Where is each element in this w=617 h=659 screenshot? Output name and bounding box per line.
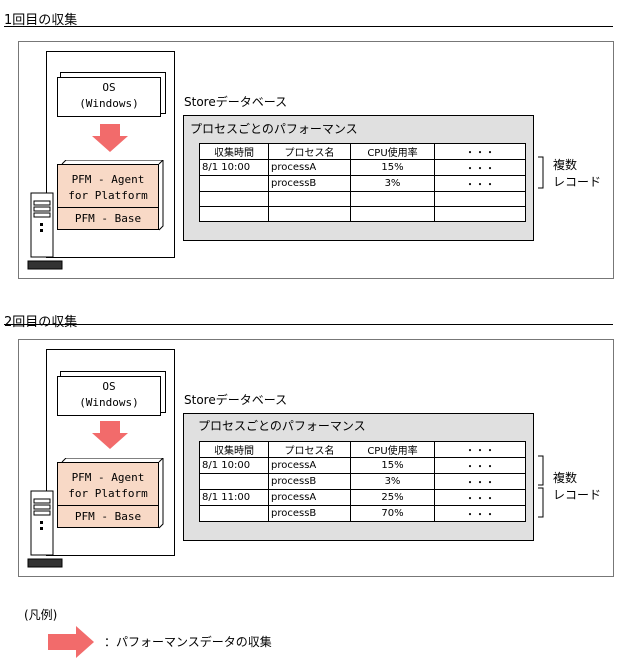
cell: ・・・	[434, 505, 526, 522]
table-row: processB 70% ・・・	[199, 505, 526, 522]
table-row	[199, 206, 526, 222]
store-db-label-1: Storeデータベース	[184, 95, 288, 109]
store-table-title-1: プロセスごとのパフォーマンス	[190, 122, 358, 136]
table-row	[199, 191, 526, 207]
brace-label-line1: 複数	[553, 471, 578, 485]
cell	[199, 175, 269, 192]
os-box-2: OS (Windows)	[57, 376, 161, 416]
col-header: CPU使用率	[350, 143, 435, 160]
section-divider-1	[4, 26, 613, 27]
right-arrow-icon	[48, 626, 94, 658]
cell	[434, 206, 526, 222]
agent-label-line2: for Platform	[68, 189, 148, 202]
pfm-stack-edge-1	[61, 160, 164, 231]
cell: 3%	[350, 175, 435, 192]
brace-1	[538, 156, 544, 189]
os-box-1: OS (Windows)	[57, 77, 161, 117]
table-header-row: 収集時間 プロセス名 CPU使用率 ・・・	[199, 441, 526, 458]
brace-label-line1: 複数	[553, 158, 578, 172]
cell: ・・・	[434, 175, 526, 192]
cell: 15%	[350, 457, 435, 474]
col-header: プロセス名	[268, 441, 351, 458]
cell: processB	[268, 505, 351, 522]
cell	[199, 473, 269, 490]
cell: processA	[268, 457, 351, 474]
legend-title: (凡例)	[24, 608, 58, 622]
brace-label-line2: レコード	[553, 488, 602, 502]
os-label: OS	[102, 380, 116, 393]
table-row: 8/1 10:00 processA 15% ・・・	[199, 457, 526, 474]
collection-arrow-1	[92, 124, 128, 152]
cell: ・・・	[434, 159, 526, 176]
table-row: processB 3% ・・・	[199, 175, 526, 192]
cell: processB	[268, 175, 351, 192]
table-row: 8/1 11:00 processA 25% ・・・	[199, 489, 526, 506]
table-row: processB 3% ・・・	[199, 473, 526, 490]
agent-label-line1: PFM - Agent	[71, 471, 145, 484]
cell: 3%	[350, 473, 435, 490]
col-header: CPU使用率	[350, 441, 435, 458]
brace-label-line2: レコード	[553, 175, 602, 189]
cell	[199, 505, 269, 522]
os-sublabel: (Windows)	[79, 396, 139, 409]
legend-arrow	[48, 626, 94, 658]
section-frame-1	[18, 41, 614, 279]
section-frame-2	[18, 339, 614, 577]
cell: processA	[268, 159, 351, 176]
cell	[434, 191, 526, 207]
cell	[268, 206, 351, 222]
agent-label-line1: PFM - Agent	[71, 173, 145, 186]
legend-description: ：パフォーマンスデータの収集	[104, 635, 272, 649]
section-divider-2	[4, 324, 613, 325]
brace-2	[538, 455, 544, 518]
cell: processA	[268, 489, 351, 506]
brace-label-2: 複数 レコード	[553, 470, 601, 504]
cell: 8/1 10:00	[199, 159, 269, 176]
cell: 8/1 11:00	[199, 489, 269, 506]
cell: processB	[268, 473, 351, 490]
agent-label-line2: for Platform	[68, 487, 148, 500]
server-icon	[27, 490, 63, 568]
col-header: 収集時間	[199, 143, 269, 160]
cell	[350, 206, 435, 222]
section-title-2: 2回目の収集	[4, 315, 78, 330]
cell: 15%	[350, 159, 435, 176]
cell	[350, 191, 435, 207]
base-label: PFM - Base	[74, 212, 142, 225]
col-header: プロセス名	[268, 143, 351, 160]
store-table-title-2: プロセスごとのパフォーマンス	[198, 419, 366, 433]
brace-label-1: 複数 レコード	[553, 157, 601, 191]
cell: ・・・	[434, 473, 526, 490]
pfm-stack-edge-2	[61, 458, 164, 529]
cell	[199, 206, 269, 222]
os-label: OS	[102, 81, 116, 94]
table-header-row: 収集時間 プロセス名 CPU使用率 ・・・	[199, 143, 526, 160]
collection-arrow-2	[92, 421, 128, 449]
pfm-agent-box-2: PFM - Agent for Platform	[57, 462, 159, 506]
col-header: ・・・	[434, 143, 526, 160]
table-row: 8/1 10:00 processA 15% ・・・	[199, 159, 526, 176]
cell: 8/1 10:00	[199, 457, 269, 474]
cell	[199, 191, 269, 207]
down-arrow-icon	[92, 124, 128, 152]
performance-table-1: 収集時間 プロセス名 CPU使用率 ・・・ 8/1 10:00 processA…	[199, 143, 526, 222]
col-header: 収集時間	[199, 441, 269, 458]
performance-table-2: 収集時間 プロセス名 CPU使用率 ・・・ 8/1 10:00 processA…	[199, 441, 526, 522]
cell: 70%	[350, 505, 435, 522]
pfm-base-box-2: PFM - Base	[57, 505, 159, 528]
section-title-1: 1回目の収集	[4, 13, 78, 28]
cell: 25%	[350, 489, 435, 506]
down-arrow-icon	[92, 421, 128, 449]
col-header: ・・・	[434, 441, 526, 458]
server-icon	[27, 192, 63, 270]
base-label: PFM - Base	[74, 510, 142, 523]
cell: ・・・	[434, 489, 526, 506]
cell: ・・・	[434, 457, 526, 474]
cell	[268, 191, 351, 207]
pfm-base-box-1: PFM - Base	[57, 207, 159, 230]
store-db-label-2: Storeデータベース	[184, 393, 288, 407]
os-sublabel: (Windows)	[79, 97, 139, 110]
